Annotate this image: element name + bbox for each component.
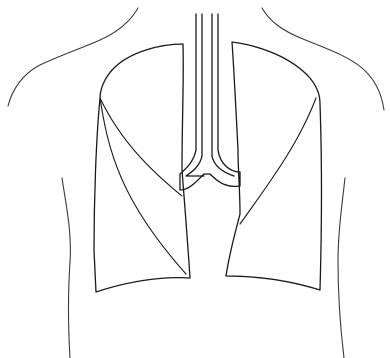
right-torso-side-line xyxy=(338,178,345,358)
left-lung-oblique-fissure xyxy=(240,98,316,224)
right-lung-horizontal-fissure xyxy=(100,98,182,196)
left-torso-side-line xyxy=(62,178,70,358)
right-neck-shoulder-line xyxy=(262,8,384,110)
trachea xyxy=(196,14,218,156)
right-lung-outline xyxy=(94,44,190,292)
left-neck-shoulder-line xyxy=(8,8,138,106)
left-lung xyxy=(226,42,322,290)
right-lung-oblique-fissure xyxy=(100,98,186,274)
bronchus-outer xyxy=(180,150,240,190)
right-lung xyxy=(94,44,190,292)
bronchi xyxy=(180,150,240,190)
left-lung-outline xyxy=(226,42,322,290)
